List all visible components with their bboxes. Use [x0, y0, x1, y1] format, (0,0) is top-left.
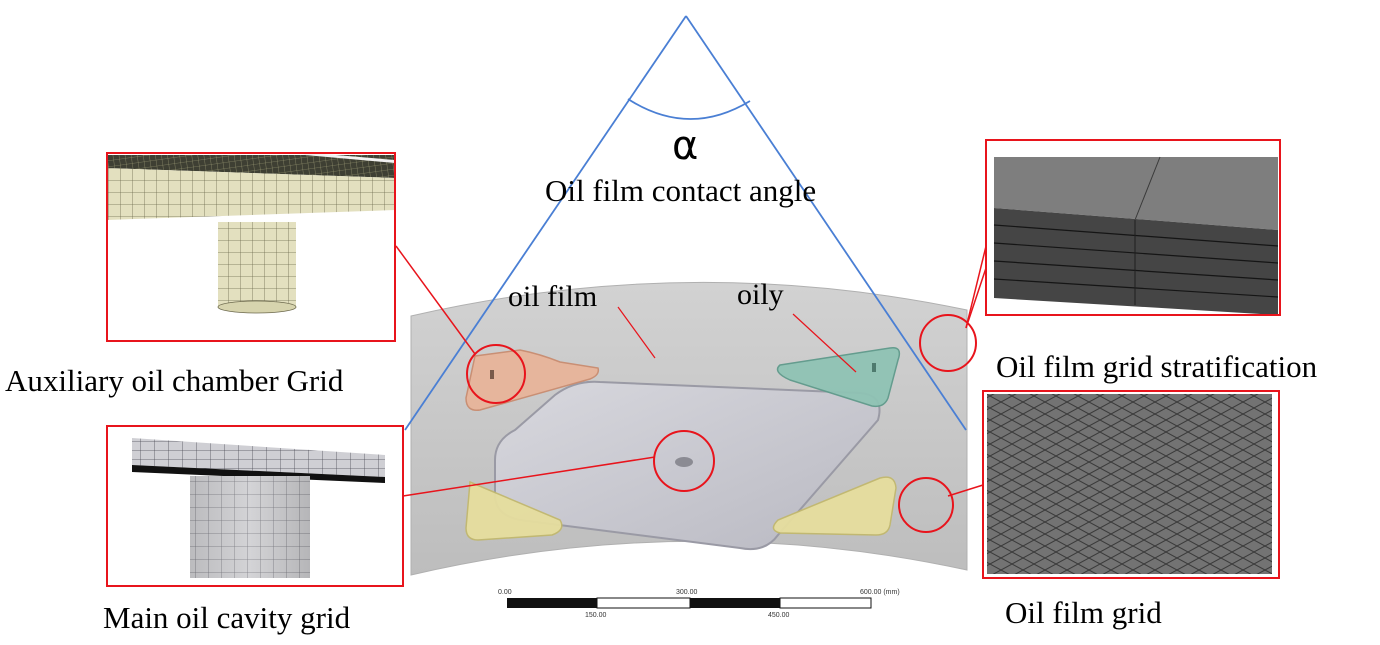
aux-pad-yellow-left: [465, 480, 563, 541]
aux-orifice-orange: [490, 370, 494, 379]
alpha-symbol: α: [672, 123, 699, 169]
oily-label: oily: [737, 278, 784, 311]
oil-film-grid-label: Oil film grid: [1005, 595, 1162, 630]
contact-angle-label: Oil film contact angle: [545, 173, 817, 208]
cone-line-left: [404, 15, 687, 431]
cone-line-right: [685, 15, 967, 431]
scale-bar: [507, 597, 872, 609]
main-cavity-grid-label: Main oil cavity grid: [103, 600, 351, 635]
aux-orifice-green: [872, 363, 876, 372]
inset-stratification: [985, 139, 1281, 316]
inset-oil-film-grid: [982, 390, 1280, 579]
angle-arc: [627, 98, 751, 120]
leader-main: [402, 456, 656, 497]
scale-tick-0: 0.00: [498, 589, 512, 596]
stratification-label: Oil film grid stratification: [996, 349, 1318, 384]
scale-tick-300: 300.00: [676, 589, 698, 596]
scale-tick-450: 450.00: [768, 612, 790, 619]
callout-circle-aux: [466, 344, 526, 404]
callout-circle-grid: [898, 477, 954, 533]
leader-strat-1: [965, 237, 989, 329]
scale-tick-600: 600.00 (mm): [860, 589, 900, 596]
oil-film-label: oil film: [508, 280, 598, 313]
aux-chamber-grid-label: Auxiliary oil chamber Grid: [5, 363, 344, 398]
inset-aux-chamber: [106, 152, 396, 342]
callout-circle-main: [653, 430, 715, 492]
inset-main-cavity: [106, 425, 404, 587]
aux-pad-yellow-right: [772, 476, 897, 536]
leader-oily: [792, 313, 857, 373]
leader-oil-film: [617, 306, 656, 359]
aux-pad-orange: [465, 349, 600, 411]
leader-grid: [947, 484, 984, 497]
leader-aux: [395, 245, 476, 355]
callout-circle-strat: [919, 314, 977, 372]
aux-pad-green: [776, 347, 901, 408]
leader-strat-2: [965, 261, 989, 329]
main-pad-orifice: [675, 457, 693, 467]
scale-tick-150: 150.00: [585, 612, 607, 619]
